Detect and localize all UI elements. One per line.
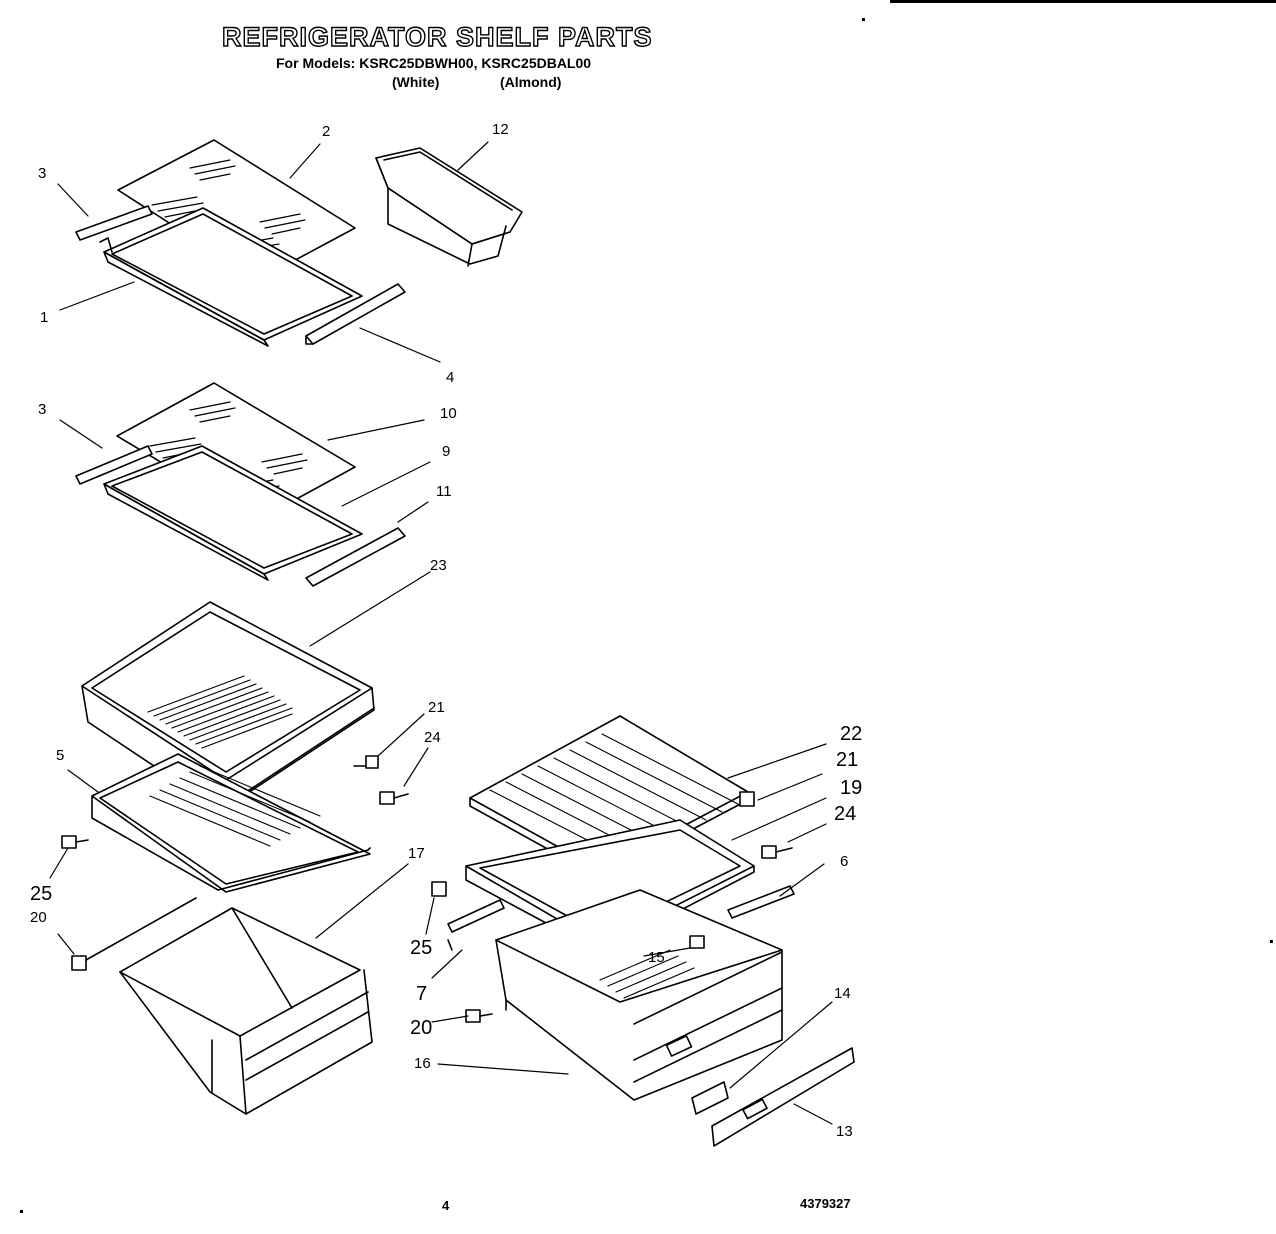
variant-almond: (Almond) <box>500 74 562 90</box>
callout-20a: 20 <box>30 909 47 926</box>
callout-3a: 3 <box>38 165 46 182</box>
callout-5: 5 <box>56 747 64 764</box>
fastener-24-right <box>761 845 793 859</box>
callout-20b: 20 <box>410 1017 432 1039</box>
shelf-frame-middle <box>103 445 363 581</box>
callout-7: 7 <box>416 983 427 1005</box>
top-rule <box>890 0 1276 3</box>
fastener-20-right <box>465 1009 493 1023</box>
crisper-drawer-17 <box>119 907 373 1115</box>
callout-17: 17 <box>408 845 425 862</box>
trim-13 <box>711 1047 855 1147</box>
document-number: 4379327 <box>800 1196 851 1211</box>
speck-mark <box>862 18 865 21</box>
callout-19: 19 <box>840 777 862 799</box>
callout-15: 15 <box>648 949 665 966</box>
fastener-25-right <box>431 881 447 897</box>
variant-white: (White) <box>392 74 440 90</box>
leader-lines <box>49 141 833 1125</box>
callout-16: 16 <box>414 1055 431 1072</box>
callout-23: 23 <box>430 557 447 574</box>
fastener-21-right <box>739 791 755 807</box>
speck-mark <box>1270 940 1273 943</box>
page-number: 4 <box>442 1198 450 1213</box>
callout-25a: 25 <box>30 883 52 905</box>
callout-6: 6 <box>840 853 848 870</box>
callout-14: 14 <box>834 985 851 1002</box>
fastener-20-left <box>71 897 197 971</box>
fastener-25-left <box>61 835 89 849</box>
rail-7 <box>447 899 505 951</box>
fastener-24-left <box>379 791 409 805</box>
callout-13: 13 <box>836 1123 853 1140</box>
shelf-rail-left-middle <box>75 445 153 485</box>
callout-21a: 21 <box>428 699 445 716</box>
callout-24a: 24 <box>424 729 441 746</box>
rail-6 <box>727 885 795 919</box>
shelf-side-rail-right <box>305 283 406 345</box>
callout-22: 22 <box>840 723 862 745</box>
callout-11: 11 <box>436 483 452 500</box>
shelf-side-rail-left <box>75 205 153 241</box>
callout-10: 10 <box>440 405 457 422</box>
callout-9: 9 <box>442 443 450 460</box>
crisper-bin-small <box>375 147 523 267</box>
callout-12: 12 <box>492 121 509 138</box>
speck-mark <box>20 1210 23 1213</box>
callout-4: 4 <box>446 369 454 386</box>
crisper-drawer-16 <box>495 889 783 1101</box>
callout-2: 2 <box>322 123 330 140</box>
callout-21b: 21 <box>836 749 858 771</box>
callout-25b: 25 <box>410 937 432 959</box>
fastener-15 <box>689 935 705 949</box>
callout-24b: 24 <box>834 803 856 825</box>
shelf-frame-upper <box>99 207 363 347</box>
shelf-rail-right-middle <box>305 527 406 587</box>
crisper-cover-frame-5 <box>91 753 371 893</box>
models-line: For Models: KSRC25DBWH00, KSRC25DBAL00 <box>276 55 592 71</box>
callout-1: 1 <box>40 309 48 326</box>
callout-3b: 3 <box>38 401 46 418</box>
fastener-21-left <box>353 755 379 769</box>
trim-14 <box>691 1081 729 1115</box>
page-title: REFRIGERATOR SHELF PARTS <box>221 21 653 52</box>
